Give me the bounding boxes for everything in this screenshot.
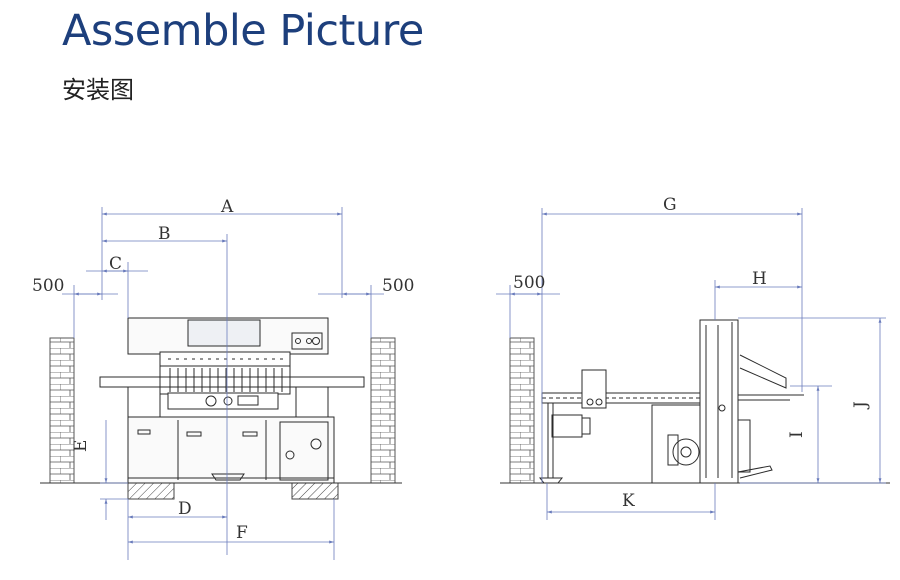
wall-right [370,337,396,484]
dim-label-b: B [158,224,171,244]
dim-label-500-right: 500 [382,276,414,296]
front-view: A B C 500 500 E D F [32,197,414,560]
dim-label-j: J [851,401,871,410]
page-subtitle: 安装图 [62,76,134,104]
dim-label-i: I [787,431,807,438]
side-view: G H 500 J I K [496,195,890,520]
dim-label-500-side: 500 [513,273,545,293]
dim-label-e: E [71,440,91,452]
dim-label-a: A [220,197,234,217]
side-machine [538,319,804,484]
dim-label-d: D [178,499,192,519]
dim-label-g: G [663,195,677,215]
dim-label-f: F [236,523,248,543]
foundation-right [291,482,339,500]
page-title: Assemble Picture [62,6,424,56]
wall-left [49,337,75,484]
dim-label-k: K [622,491,635,511]
dim-label-h: H [752,269,767,289]
dim-label-c: C [109,254,122,274]
dim-label-500-left: 500 [32,276,64,296]
front-dimension-lines [62,207,384,560]
display-screen [187,319,261,347]
wall-side [509,337,535,484]
foundation-left [127,482,175,500]
side-dimension-lines [496,208,886,520]
front-machine [99,317,365,484]
